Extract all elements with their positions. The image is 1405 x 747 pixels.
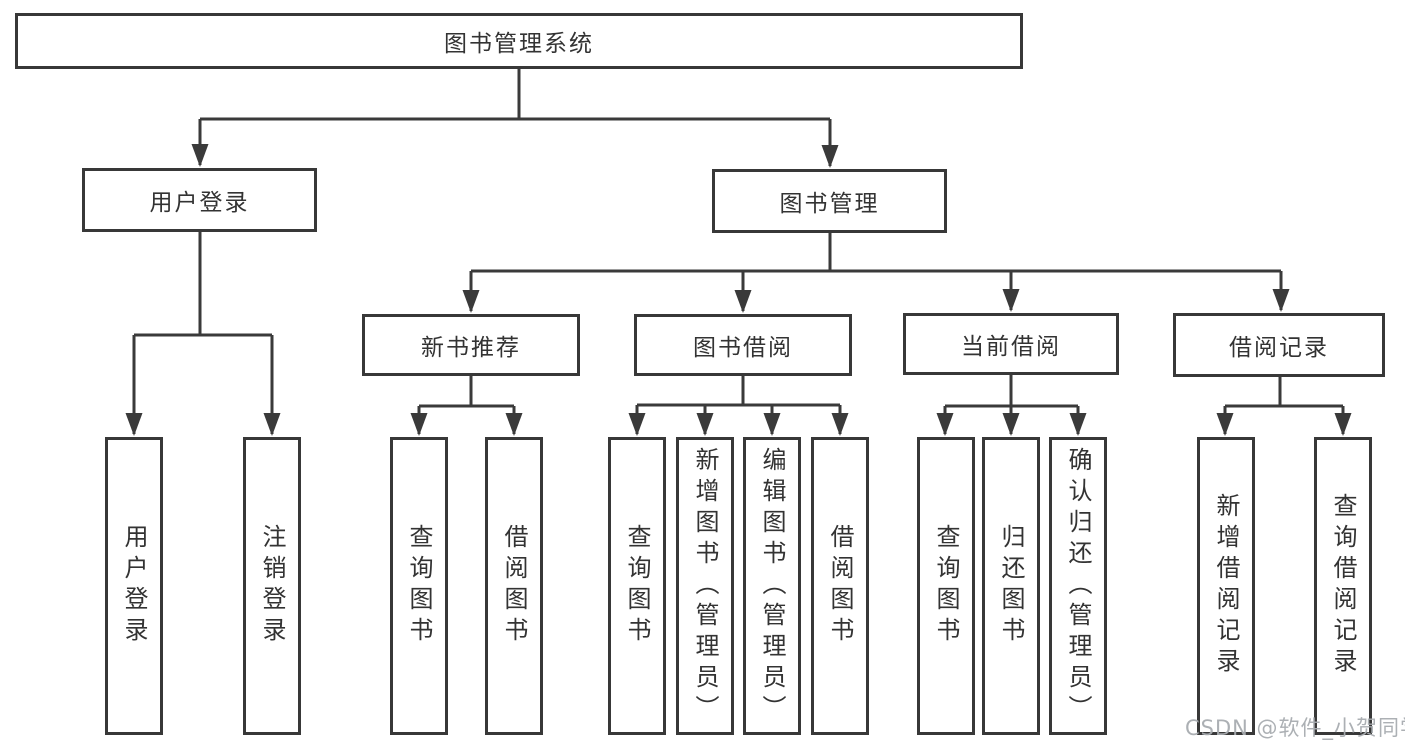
- leaf-query-books-1: 查询图书: [390, 437, 448, 735]
- leaf-borrow-books-1: 借阅图书: [485, 437, 543, 735]
- leaf-add-borrow-record: 新增借阅记录: [1197, 437, 1255, 735]
- leaf-edit-book-admin: 编辑图书（管理员）: [743, 437, 801, 735]
- leaf-confirm-return-admin-label: 确认归还（管理员）: [1064, 446, 1092, 726]
- leaf-query-borrow-record: 查询借阅记录: [1314, 437, 1372, 735]
- leaf-add-book-admin-label: 新增图书（管理员）: [691, 446, 719, 726]
- node-book-borrowing: 图书借阅: [634, 314, 852, 376]
- leaf-borrow-books-1-label: 借阅图书: [500, 524, 528, 648]
- leaf-query-borrow-record-label: 查询借阅记录: [1329, 493, 1357, 679]
- leaf-query-books-2-label: 查询图书: [623, 524, 651, 648]
- node-library-management-system: 图书管理系统: [15, 13, 1023, 69]
- leaf-logout: 注销登录: [243, 437, 301, 735]
- watermark: CSDN @软件_小贺同学: [1185, 716, 1405, 740]
- node-borrow-records: 借阅记录: [1173, 313, 1385, 377]
- node-book-management: 图书管理: [712, 169, 947, 233]
- leaf-query-books-2: 查询图书: [608, 437, 666, 735]
- leaf-return-book-label: 归还图书: [997, 524, 1025, 648]
- leaf-confirm-return-admin: 确认归还（管理员）: [1049, 437, 1107, 735]
- leaf-add-borrow-record-label: 新增借阅记录: [1212, 493, 1240, 679]
- leaf-edit-book-admin-label: 编辑图书（管理员）: [758, 446, 786, 726]
- node-current-borrowing: 当前借阅: [903, 313, 1119, 375]
- node-user-login: 用户登录: [82, 168, 317, 232]
- leaf-borrow-books-2: 借阅图书: [811, 437, 869, 735]
- leaf-query-books-3: 查询图书: [917, 437, 975, 735]
- leaf-return-book: 归还图书: [982, 437, 1040, 735]
- leaf-query-books-1-label: 查询图书: [405, 524, 433, 648]
- node-new-book-recommend: 新书推荐: [362, 314, 580, 376]
- leaf-logout-label: 注销登录: [258, 524, 286, 648]
- leaf-add-book-admin: 新增图书（管理员）: [676, 437, 734, 735]
- leaf-query-books-3-label: 查询图书: [932, 524, 960, 648]
- leaf-borrow-books-2-label: 借阅图书: [826, 524, 854, 648]
- leaf-user-login-label: 用户登录: [120, 524, 148, 648]
- leaf-user-login: 用户登录: [105, 437, 163, 735]
